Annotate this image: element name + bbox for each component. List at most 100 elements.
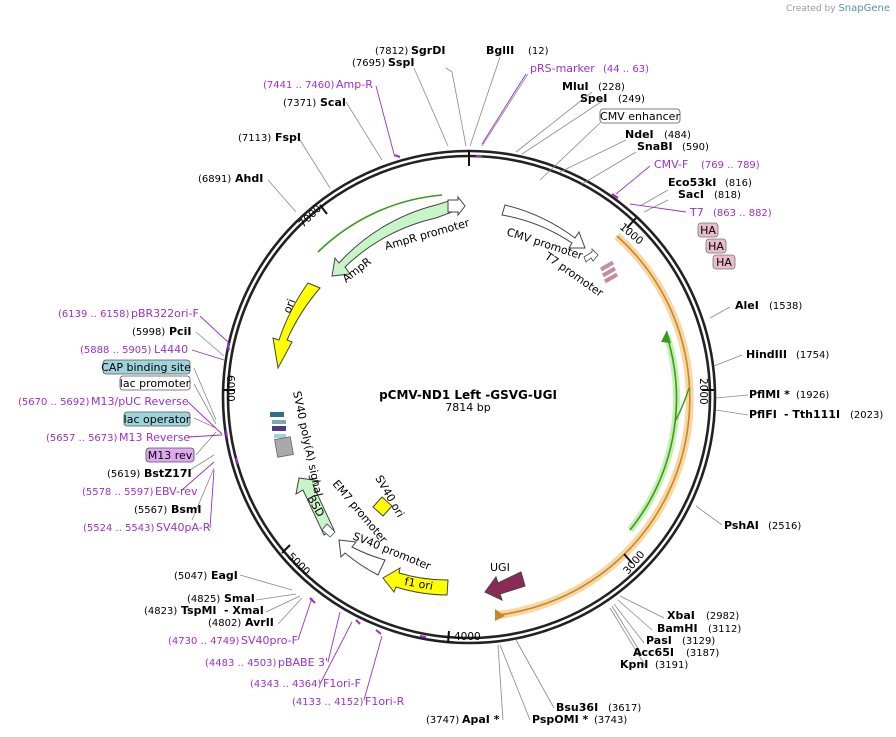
site-eagi[interactable]: (5047) EagI	[174, 569, 238, 582]
cmv-enhancer-box[interactable]: CMV enhancer	[599, 108, 680, 124]
svg-text:ApaI *: ApaI *	[462, 713, 500, 726]
tick-4000: 4000	[454, 631, 481, 643]
site-hindiii[interactable]: HindIII (1754)	[746, 348, 829, 361]
primer-t7[interactable]: T7 (863 .. 882)	[689, 206, 772, 219]
svg-text:(44 .. 63): (44 .. 63)	[603, 64, 649, 75]
svg-text:(3743): (3743)	[594, 715, 627, 726]
site-pspomi[interactable]: PspOMI * (3743)	[532, 713, 627, 726]
credit-prefix: Created by	[786, 4, 836, 14]
svg-text:(863 .. 882): (863 .. 882)	[713, 208, 772, 219]
site-avrii[interactable]: (4802) AvrII	[208, 616, 274, 629]
site-pcii[interactable]: (5998) PciI	[132, 325, 191, 338]
site-alei[interactable]: AleI (1538)	[735, 299, 802, 312]
svg-text:BsmI: BsmI	[171, 503, 202, 516]
primer-pbr322ori-f[interactable]: (6139 .. 6158) pBR322ori-F	[58, 307, 199, 320]
site-mlui[interactable]: MluI (228)	[562, 80, 625, 93]
svg-text:M13 rev: M13 rev	[148, 449, 193, 462]
site-scai[interactable]: (7371) ScaI	[283, 96, 346, 109]
site-spei[interactable]: SpeI (249)	[580, 92, 645, 105]
primer-m13-reverse[interactable]: (5657 .. 5673) M13 Reverse	[46, 431, 190, 444]
svg-text:XbaI: XbaI	[667, 609, 695, 622]
svg-text:(5657 .. 5673): (5657 .. 5673)	[46, 433, 118, 444]
site-acc65i[interactable]: Acc65I (3187)	[633, 646, 719, 659]
site-tspmi[interactable]: (4823) TspMI - XmaI	[144, 604, 264, 617]
site-smai[interactable]: (4825) SmaI	[187, 592, 255, 605]
site-xbai[interactable]: XbaI (2982)	[667, 609, 739, 622]
svg-text:(7113): (7113)	[238, 133, 271, 144]
svg-text:SV40pro-F: SV40pro-F	[241, 634, 298, 647]
site-ndei[interactable]: NdeI (484)	[625, 128, 691, 141]
site-saci[interactable]: SacI (818)	[678, 188, 741, 201]
lac-operator-box[interactable]: lac operator	[123, 411, 191, 427]
site-snabi[interactable]: SnaBI (590)	[637, 140, 709, 153]
m13-rev-box[interactable]: M13 rev	[145, 447, 195, 463]
ha-box-1[interactable]: HA	[697, 222, 719, 238]
site-pasi[interactable]: PasI (3129)	[646, 634, 715, 647]
primer-cmv-f[interactable]: CMV-F (769 .. 789)	[654, 158, 760, 171]
site-bsmi[interactable]: (5567) BsmI	[134, 503, 202, 516]
sv40-ori-block[interactable]	[372, 496, 393, 517]
sv40-promoter-arrow[interactable]	[338, 539, 386, 576]
site-kpni[interactable]: KpnI (3191)	[620, 658, 688, 671]
primer-sv40pa-r[interactable]: (5524 .. 5543) SV40pA-R	[83, 521, 211, 534]
site-ahdi[interactable]: (6891) AhdI	[198, 172, 263, 185]
site-fspi[interactable]: (7113) FspI	[238, 131, 301, 144]
primer-f1ori-f[interactable]: (4343 .. 4364) F1ori-F	[250, 677, 361, 690]
svg-text:(4823): (4823)	[144, 606, 177, 617]
site-pflfi[interactable]: PflFI - Tth111I (2023)	[749, 408, 883, 421]
lac-promoter-block	[272, 420, 286, 424]
ha-box-3[interactable]: HA	[712, 254, 736, 270]
svg-text:HA: HA	[700, 224, 716, 237]
site-pshai[interactable]: PshAI (2516)	[724, 519, 801, 532]
primer-m13-puc-reverse[interactable]: (5670 .. 5692) M13/pUC Reverse	[18, 395, 189, 408]
primer-pbabe-3[interactable]: (4483 .. 4503) pBABE 3'	[205, 656, 328, 669]
ampr-promoter-arrow[interactable]	[447, 195, 466, 217]
site-pflmi[interactable]: PflMI * (1926)	[749, 388, 829, 401]
primer-sv40pro-f[interactable]: (4730 .. 4749) SV40pro-F	[168, 634, 298, 647]
label-f1-ori: f1 ori	[403, 575, 434, 593]
plasmid-name: pCMV-ND1 Left -GSVG-UGI	[379, 388, 557, 402]
svg-text:NdeI: NdeI	[625, 128, 654, 141]
svg-text:(6891): (6891)	[198, 174, 231, 185]
svg-text:(1754): (1754)	[796, 350, 829, 361]
svg-text:KpnI: KpnI	[620, 658, 648, 671]
site-sspi[interactable]: (7695) SspI	[352, 56, 414, 69]
primer-l4440[interactable]: (5888 .. 5905) L4440	[80, 343, 188, 356]
ha-blocks[interactable]	[599, 260, 619, 284]
snapgene-logo[interactable]: SnapGene	[838, 3, 890, 14]
svg-text:(5619): (5619)	[107, 469, 140, 480]
svg-text:Eco53kI: Eco53kI	[668, 176, 716, 189]
ha-box-2[interactable]: HA	[705, 238, 727, 254]
svg-text:F1ori-F: F1ori-F	[323, 677, 361, 690]
tick-marks	[223, 204, 714, 644]
site-bamhi[interactable]: BamHI (3112)	[657, 622, 741, 635]
f1-ori-arrow[interactable]	[382, 567, 449, 596]
site-bglii[interactable]: BglII (12)	[486, 44, 549, 57]
ori-arrow[interactable]	[272, 282, 321, 370]
svg-text:EBV-rev: EBV-rev	[155, 485, 198, 498]
cmv-promoter-arrow[interactable]	[501, 204, 586, 249]
tick-6000: 6000	[224, 375, 236, 402]
svg-text:(5670 .. 5692): (5670 .. 5692)	[18, 397, 90, 408]
primer-amp-r[interactable]: (7441 .. 7460) Amp-R	[263, 78, 373, 91]
site-apai[interactable]: (3747) ApaI *	[426, 713, 500, 726]
cap-binding-site-box[interactable]: CAP binding site	[101, 359, 191, 375]
ampr-arrow[interactable]	[331, 199, 453, 277]
primer-f1ori-r[interactable]: (4133 .. 4152) F1ori-R	[292, 695, 405, 708]
svg-text:F1ori-R: F1ori-R	[365, 695, 405, 708]
primer-prs-marker[interactable]: pRS-marker (44 .. 63)	[530, 62, 649, 75]
site-sgrdi[interactable]: (7812) SgrDI	[375, 44, 445, 57]
svg-text:(4343 .. 4364): (4343 .. 4364)	[250, 679, 322, 690]
svg-text:(5524 .. 5543): (5524 .. 5543)	[83, 523, 155, 534]
svg-text:(4133 .. 4152): (4133 .. 4152)	[292, 697, 364, 708]
svg-text:SspI: SspI	[388, 56, 414, 69]
ugi-arrow[interactable]	[484, 571, 526, 601]
site-bstz17i[interactable]: (5619) BstZ17I	[107, 467, 192, 480]
site-eco53ki[interactable]: Eco53kI (816)	[668, 176, 752, 189]
svg-text:SmaI: SmaI	[224, 592, 255, 605]
svg-text:(590): (590)	[682, 142, 709, 153]
site-bsu36i[interactable]: Bsu36I (3617)	[556, 701, 641, 714]
t7-promoter-arrow[interactable]	[583, 248, 599, 263]
lac-promoter-box[interactable]: lac promoter	[119, 375, 191, 391]
primer-ebv-rev[interactable]: (5578 .. 5597) EBV-rev	[82, 485, 198, 498]
